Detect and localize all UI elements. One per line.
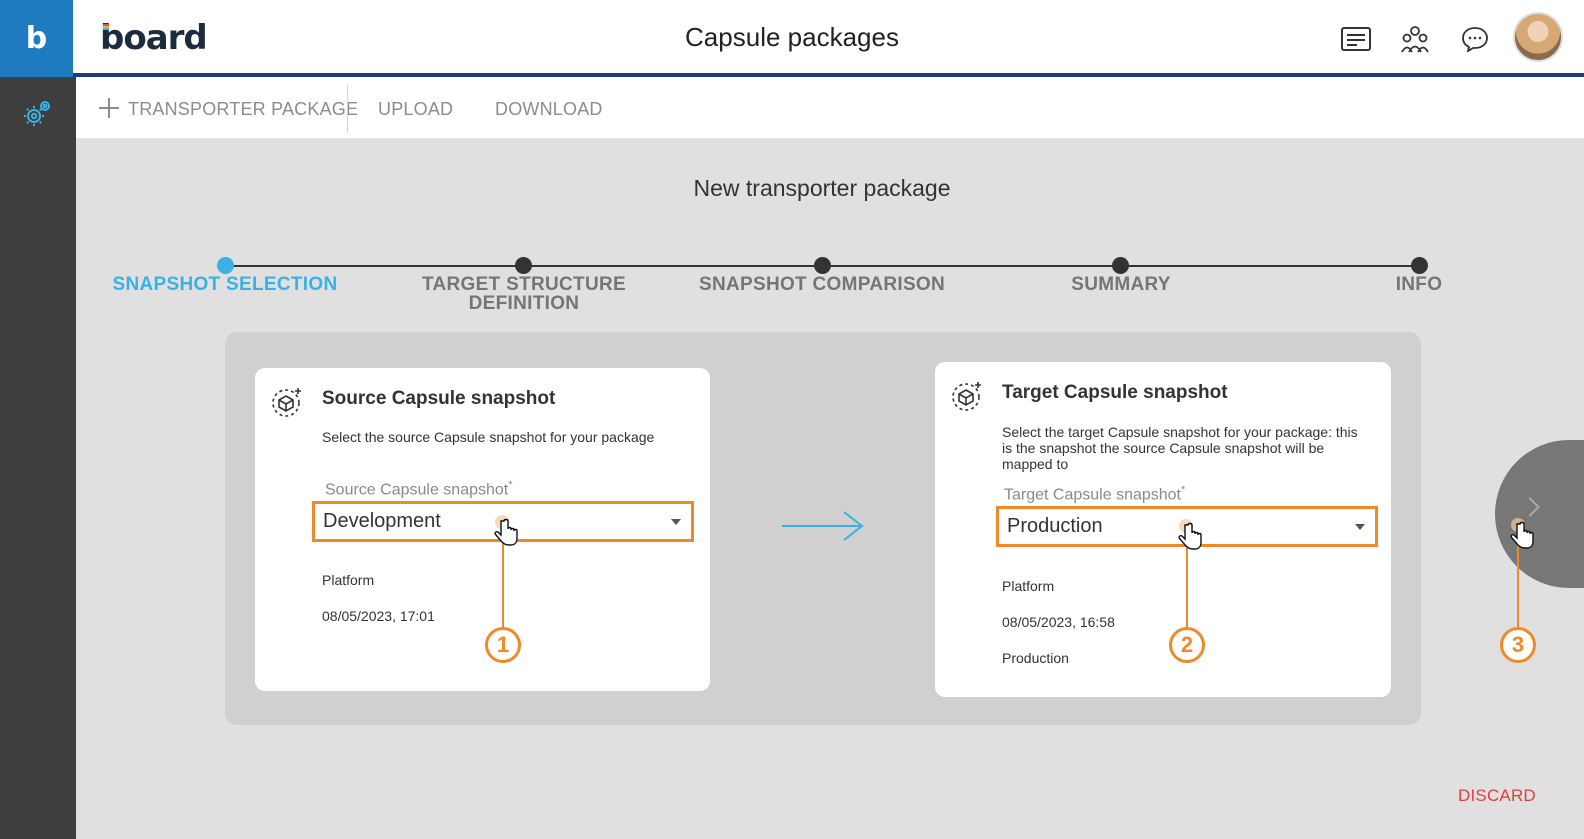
target-platform-label: Platform <box>1002 578 1055 594</box>
chevron-down-icon <box>671 519 681 525</box>
page-title: Capsule packages <box>685 22 899 52</box>
source-field-label-text: Source Capsule snapshot <box>325 481 509 499</box>
step-dot-snapshot-comparison[interactable] <box>814 257 831 274</box>
toolbar-divider <box>347 85 348 133</box>
step-label-snapshot-comparison[interactable]: SNAPSHOT COMPARISON <box>698 274 946 295</box>
header-divider <box>73 73 1584 77</box>
callout-line-1 <box>502 527 504 631</box>
chevron-down-icon <box>1355 524 1365 530</box>
app-logo-letter: b <box>25 21 48 56</box>
target-desc-line: is the snapshot the source Capsule snaps… <box>1002 440 1325 456</box>
step-label-info[interactable]: INFO <box>1395 274 1443 295</box>
upload-button[interactable]: UPLOAD <box>378 99 454 119</box>
source-snapshot-card: Source Capsule snapshot Select the sourc… <box>255 368 710 691</box>
required-mark: * <box>1181 484 1186 496</box>
source-platform-label: Platform <box>322 572 375 588</box>
source-card-description: Select the source Capsule snapshot for y… <box>322 429 655 445</box>
settings-gear-icon[interactable] <box>22 97 54 129</box>
target-snapshot-card: Target Capsule snapshot Select the targe… <box>935 362 1391 697</box>
target-field-label: Target Capsule snapshot* <box>1004 484 1185 504</box>
target-desc-line: Select the target Capsule snapshot for y… <box>1002 424 1358 440</box>
next-step-button[interactable] <box>1495 440 1584 588</box>
source-timestamp: 08/05/2023, 17:01 <box>322 608 435 624</box>
source-selected-value: Development <box>323 510 441 532</box>
hand-pointer-icon <box>1510 518 1534 549</box>
target-environment: Production <box>1002 650 1069 666</box>
target-selected-value: Production <box>1007 515 1103 537</box>
capsule-snapshot-icon <box>272 388 301 417</box>
callout-badge-3: 3 <box>1500 627 1536 663</box>
step-dot-info[interactable] <box>1411 257 1428 274</box>
step-label-line: TARGET STRUCTURE <box>422 274 626 295</box>
brand-logo: board <box>100 18 208 58</box>
step-label-summary[interactable]: SUMMARY <box>1071 274 1171 295</box>
target-card-description: Select the target Capsule snapshot for y… <box>1002 424 1358 472</box>
target-desc-line: mapped to <box>1002 456 1069 472</box>
capsule-snapshot-icon <box>952 382 981 411</box>
callout-line-3 <box>1517 529 1519 631</box>
arrow-right-icon <box>782 511 864 541</box>
step-dot-target-structure[interactable] <box>515 257 532 274</box>
chevron-right-icon <box>1520 497 1540 517</box>
new-transporter-package-button[interactable]: TRANSPORTER PACKAGE <box>128 99 359 119</box>
callout-badge-2: 2 <box>1169 627 1205 663</box>
brand-logo-accent-icon <box>103 24 109 30</box>
step-label-snapshot-selection[interactable]: SNAPSHOT SELECTION <box>112 274 338 295</box>
step-dot-snapshot-selection[interactable] <box>217 257 234 274</box>
target-timestamp: 08/05/2023, 16:58 <box>1002 614 1115 630</box>
step-label-line: DEFINITION <box>468 293 580 314</box>
source-card-title: Source Capsule snapshot <box>322 388 556 409</box>
left-sidebar <box>0 77 76 839</box>
chat-bubble-icon[interactable] <box>1458 22 1492 56</box>
app-logo-tile[interactable]: b <box>0 0 73 77</box>
toolbar: TRANSPORTER PACKAGE UPLOAD DOWNLOAD <box>76 77 1584 139</box>
wizard-area: New transporter package SNAPSHOT SELECTI… <box>76 139 1584 839</box>
source-field-label: Source Capsule snapshot* <box>325 479 513 499</box>
hand-pointer-icon <box>494 515 518 546</box>
user-avatar[interactable] <box>1513 12 1563 62</box>
step-label-target-structure[interactable]: TARGET STRUCTURE DEFINITION <box>394 275 654 313</box>
top-header: b board Capsule packages <box>0 0 1584 77</box>
required-mark: * <box>508 479 513 491</box>
brand-wordmark: board <box>100 18 208 58</box>
download-button[interactable]: DOWNLOAD <box>495 99 603 119</box>
plus-icon[interactable] <box>99 98 119 118</box>
step-dot-summary[interactable] <box>1112 257 1129 274</box>
hand-pointer-icon <box>1178 519 1202 550</box>
discard-button[interactable]: DISCARD <box>1458 786 1536 805</box>
target-field-label-text: Target Capsule snapshot <box>1004 486 1181 504</box>
form-list-icon[interactable] <box>1339 22 1373 56</box>
callout-badge-1: 1 <box>485 627 521 663</box>
community-icon[interactable] <box>1398 22 1432 56</box>
callout-line-2 <box>1186 531 1188 631</box>
target-card-title: Target Capsule snapshot <box>1002 382 1228 403</box>
wizard-title: New transporter package <box>693 175 951 201</box>
